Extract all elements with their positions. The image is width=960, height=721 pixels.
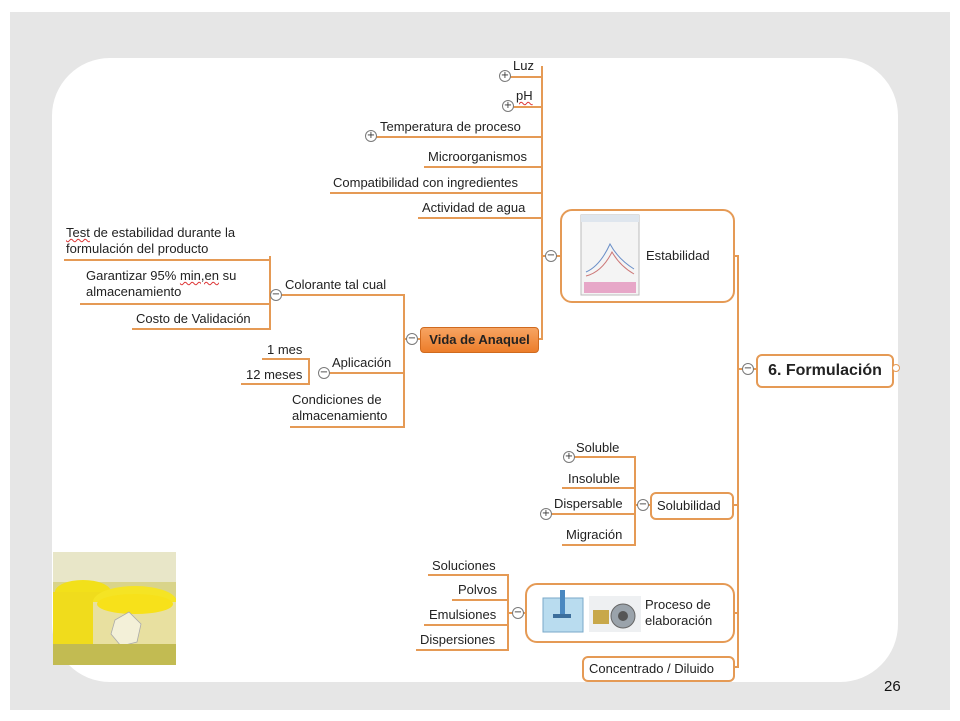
proceso-item-polvos: Polvos — [458, 582, 498, 597]
solubilidad-label: Solubilidad — [657, 498, 721, 513]
collapse-icon[interactable]: − — [742, 363, 754, 375]
factor-temperatura: Temperatura de proceso — [380, 119, 521, 134]
connector — [730, 504, 739, 506]
connector — [290, 426, 405, 428]
beaker-photo — [53, 552, 176, 665]
connector — [330, 192, 543, 194]
page-number: 26 — [884, 678, 901, 695]
proceso-item-emulsiones: Emulsiones — [429, 607, 497, 622]
factor-microorganismos: Microorganismos — [428, 149, 527, 164]
proceso-node[interactable]: Proceso de elaboración — [525, 583, 735, 643]
connector — [634, 456, 636, 546]
collapse-icon[interactable]: − — [545, 250, 557, 262]
expand-icon[interactable]: + — [563, 451, 575, 463]
connector — [416, 649, 509, 651]
connector — [80, 303, 271, 305]
factor-compatibilidad: Compatibilidad con ingredientes — [333, 175, 519, 190]
aplicacion-item-12-meses: 12 meses — [246, 367, 303, 382]
connector — [537, 338, 543, 340]
connector — [418, 217, 543, 219]
connector-handle-icon[interactable] — [892, 364, 900, 372]
collapse-icon[interactable]: − — [637, 499, 649, 511]
colorante-item-garantizar: Garantizar 95% min,en su almacenamiento — [86, 268, 237, 299]
proceso-label: Proceso de elaboración — [645, 597, 713, 628]
solubilidad-item-dispersable: Dispersable — [554, 496, 623, 511]
expand-icon[interactable]: + — [365, 130, 377, 142]
connector — [308, 358, 310, 384]
factor-luz: Luz — [513, 58, 534, 73]
collapse-icon[interactable]: − — [406, 333, 418, 345]
proceso-item-dispersiones: Dispersiones — [420, 632, 496, 647]
colorante-item-costo: Costo de Validación — [136, 311, 251, 326]
connector — [452, 599, 509, 601]
connector — [262, 358, 310, 360]
connector — [241, 383, 310, 385]
expand-icon[interactable]: + — [499, 70, 511, 82]
collapse-icon[interactable]: − — [318, 367, 330, 379]
connector — [733, 612, 739, 614]
condiciones-node[interactable]: Condiciones de almacenamiento — [292, 392, 388, 423]
connector — [428, 574, 509, 576]
expand-icon[interactable]: + — [540, 508, 552, 520]
vida-de-anaquel-node[interactable]: Vida de Anaquel — [420, 327, 539, 353]
connector — [541, 66, 543, 338]
connector — [733, 255, 739, 257]
aplicacion-node[interactable]: Aplicación — [332, 355, 392, 370]
factor-ph: pH — [516, 88, 533, 103]
equipment-thumbnail — [589, 596, 641, 632]
connector — [132, 328, 271, 330]
aplicacion-item-1-mes: 1 mes — [267, 342, 303, 357]
colorante-node[interactable]: Colorante tal cual — [285, 277, 387, 292]
expand-icon[interactable]: + — [502, 100, 514, 112]
connector — [511, 106, 543, 108]
connector — [733, 666, 739, 668]
connector — [509, 76, 543, 78]
stability-chart-thumbnail — [580, 214, 640, 296]
collapse-icon[interactable]: − — [270, 289, 282, 301]
factor-actividad-agua: Actividad de agua — [422, 200, 526, 215]
collapse-icon[interactable]: − — [512, 607, 524, 619]
estabilidad-node[interactable]: Estabilidad — [560, 209, 735, 303]
solubilidad-item-soluble: Soluble — [576, 440, 620, 455]
connector — [374, 136, 543, 138]
estabilidad-label: Estabilidad — [646, 248, 710, 263]
connector — [324, 372, 405, 374]
concentrado-node[interactable]: Concentrado / Diluido — [582, 656, 735, 682]
connector — [562, 487, 636, 489]
connector — [737, 255, 739, 667]
colorante-item-test: Test de estabilidad durante la formulaci… — [66, 225, 236, 256]
connector — [548, 513, 636, 515]
solubilidad-item-insoluble: Insoluble — [568, 471, 621, 486]
connector — [562, 544, 636, 546]
connector — [403, 294, 405, 428]
solubilidad-node[interactable]: Solubilidad — [650, 492, 734, 520]
connector — [280, 294, 405, 296]
connector — [424, 624, 509, 626]
connector — [424, 166, 543, 168]
connector — [64, 259, 271, 261]
mixer-thumbnail — [542, 590, 584, 633]
connector — [568, 456, 636, 458]
proceso-item-soluciones: Soluciones — [432, 558, 496, 573]
formulacion-root-node[interactable]: 6. Formulación — [756, 354, 894, 388]
concentrado-label: Concentrado / Diluido — [589, 661, 715, 676]
solubilidad-item-migracion: Migración — [566, 527, 623, 542]
